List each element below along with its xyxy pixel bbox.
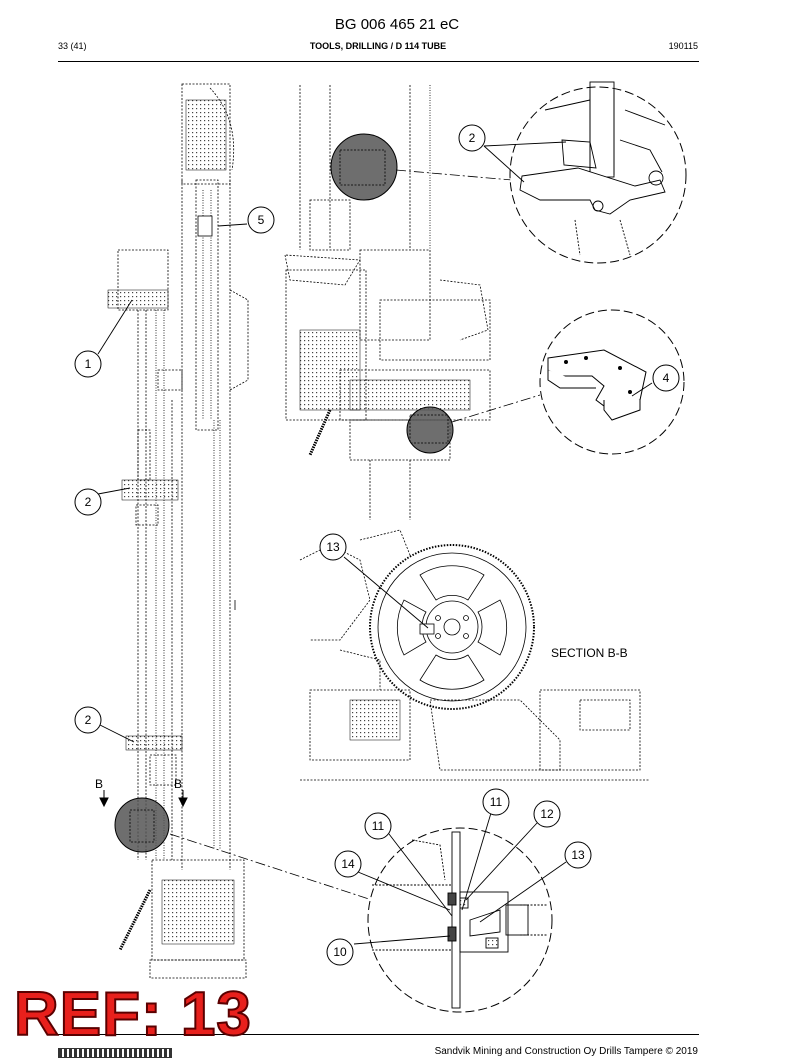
callout-2-lower [74, 706, 102, 734]
footer-copyright: Sandvik Mining and Construction Oy Drill… [434, 1046, 698, 1057]
callout-bubbles [74, 124, 680, 966]
callout-10-label: 10 [333, 945, 347, 959]
callout-11-left-label: 11 [372, 819, 385, 833]
section-mark-left: B [95, 777, 103, 791]
page-title: TOOLS, DRILLING / D 114 TUBE [309, 41, 447, 51]
callout-12-label: 12 [540, 807, 554, 821]
callout-13-section-label: 13 [326, 540, 340, 554]
header-rule [58, 61, 699, 62]
section-title: SECTION B-B [551, 646, 628, 660]
callout-2-detail-label: 2 [469, 131, 476, 145]
page-number: 33 (41) [58, 41, 87, 51]
callout-14-label: 14 [341, 857, 355, 871]
callout-12 [533, 800, 561, 828]
jaw-insert-detail [547, 349, 647, 421]
callout-13-section [319, 533, 347, 561]
section-mark-right: B [174, 777, 182, 791]
section-marker [99, 790, 188, 808]
highlight-circle-top [330, 133, 398, 201]
callout-4-label: 4 [663, 371, 670, 385]
callout-10 [326, 938, 354, 966]
callout-13-detail-label: 13 [571, 848, 585, 862]
callout-14 [334, 850, 362, 878]
leader-lines [97, 141, 653, 945]
reference-stamp: REF: 13 [13, 980, 252, 1049]
highlight-circle-lower [114, 797, 170, 853]
callout-2-upper-label: 2 [85, 495, 92, 509]
callout-2-upper [74, 488, 102, 516]
date-code: 190115 [668, 41, 698, 51]
rod-clamp-detail [372, 831, 548, 1009]
drill-mast [107, 83, 249, 979]
callout-2-lower-label: 2 [85, 713, 92, 727]
callout-5-label: 5 [258, 213, 265, 227]
callout-11-right [482, 788, 510, 816]
clamp-jaw-detail [519, 81, 666, 256]
section-b-b-view [299, 529, 650, 781]
callout-5 [247, 206, 275, 234]
header-row: 33 (41) TOOLS, DRILLING / D 114 TUBE 190… [58, 41, 698, 55]
callout-13-detail [564, 841, 592, 869]
callout-11-left [364, 812, 392, 840]
callout-1-label: 1 [85, 357, 92, 371]
drill-head-view [284, 85, 491, 520]
callout-2-detail [458, 124, 486, 152]
callout-4 [652, 364, 680, 392]
footer-rule [58, 1034, 699, 1035]
document-number: BG 006 465 21 eC [334, 16, 460, 33]
brand-logo-strip [58, 1048, 172, 1058]
highlight-circle-middle [406, 406, 454, 454]
callout-11-right-label: 11 [490, 795, 503, 809]
callout-1 [74, 350, 102, 378]
